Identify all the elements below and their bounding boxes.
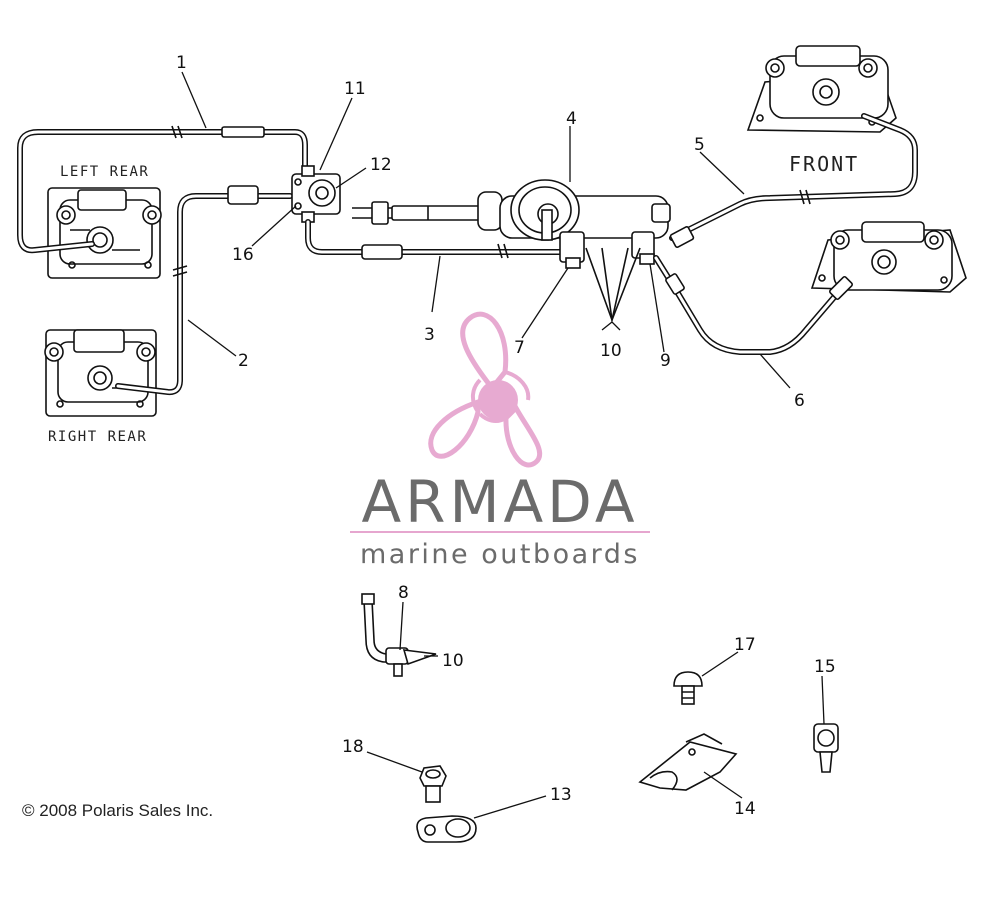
callout-8: 8: [398, 583, 409, 603]
clip-15: [813, 723, 839, 773]
master-cylinder: [477, 179, 671, 269]
brake-hose-2: [115, 185, 293, 396]
push-rod: [352, 201, 483, 225]
brand-tagline: marine outboards: [360, 539, 640, 570]
brake-junction-block: [291, 165, 341, 223]
armada-logo: ARMADA marine outboards: [350, 311, 650, 570]
left-rear-label: LEFT REAR: [60, 164, 149, 180]
right-rear-caliper: [44, 329, 157, 417]
bolt-17: [673, 671, 703, 705]
callout-5: 5: [694, 135, 705, 155]
callout-10-top: 10: [600, 341, 622, 361]
brake-hose-6: [653, 255, 853, 355]
right-rear-label: RIGHT REAR: [48, 429, 147, 445]
front-upper-caliper: [746, 45, 897, 133]
callout-15: 15: [814, 657, 836, 677]
callout-6: 6: [794, 391, 805, 411]
callout-1: 1: [176, 53, 187, 73]
callout-18: 18: [342, 737, 364, 757]
callout-4: 4: [566, 109, 577, 129]
callout-3: 3: [424, 325, 435, 345]
copyright-notice: © 2008 Polaris Sales Inc.: [22, 801, 213, 820]
callout-11: 11: [344, 79, 366, 99]
callout-17: 17: [734, 635, 756, 655]
bracket-plates: [585, 247, 641, 324]
brake-hose-1: [17, 125, 308, 254]
callout-7: 7: [514, 338, 525, 358]
callout-12: 12: [370, 155, 392, 175]
callout-13: 13: [550, 785, 572, 805]
callout-numbers: 1 2 3 4 5 6 7 8 9 10 10 11 12 13 14 15 1…: [176, 53, 836, 819]
callout-9: 9: [660, 351, 671, 371]
left-rear-caliper: [47, 187, 162, 279]
callout-16: 16: [232, 245, 254, 265]
callout-2: 2: [238, 351, 249, 371]
propeller-icon: [428, 311, 543, 468]
p-clip-13: [416, 815, 477, 843]
brake-hose-3: [305, 219, 563, 260]
clamp-14: [638, 733, 738, 791]
brand-name: ARMADA: [361, 468, 638, 536]
banjo-bolt-detail: [361, 593, 437, 677]
callout-10-detail: 10: [442, 651, 464, 671]
front-lower-caliper: [810, 221, 967, 293]
leader-lines: [181, 71, 825, 819]
brake-hose-5: [669, 113, 918, 248]
callout-14: 14: [734, 799, 756, 819]
bolt-18: [419, 765, 447, 803]
front-label: FRONT: [789, 152, 859, 176]
